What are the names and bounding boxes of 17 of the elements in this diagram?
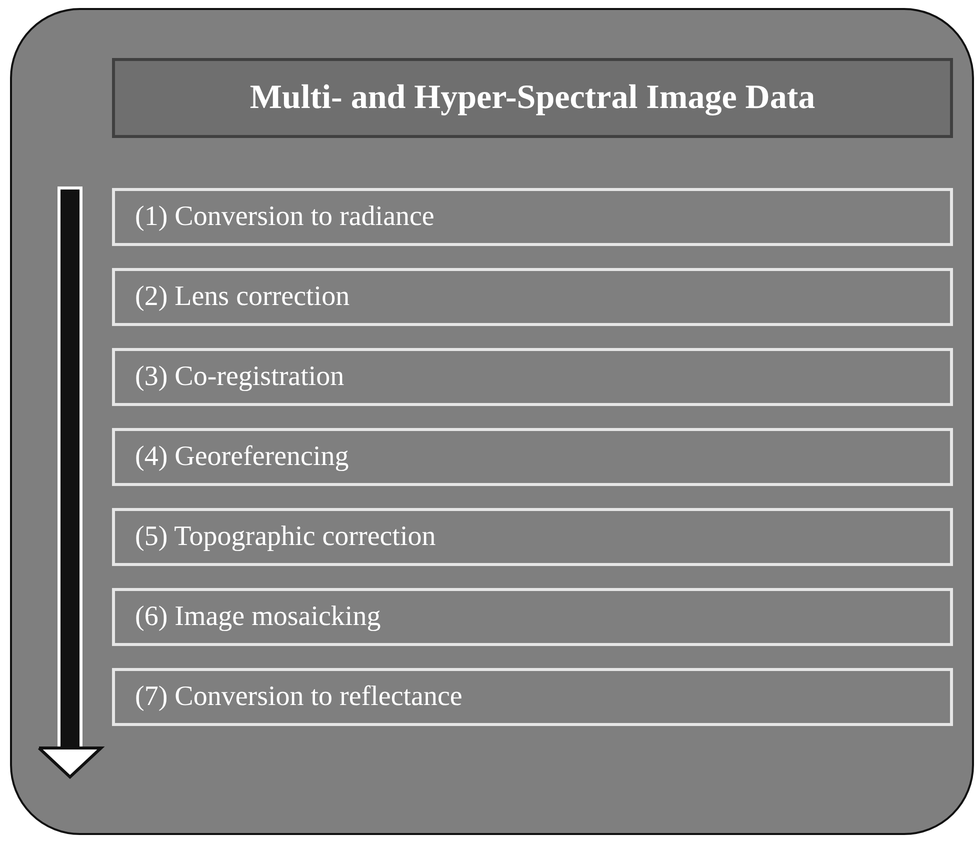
step-box xyxy=(112,588,953,646)
step-label: (4) Georeferencing xyxy=(135,441,349,473)
step-box xyxy=(112,348,953,406)
step-box xyxy=(112,188,953,246)
panel-background xyxy=(10,8,974,835)
title-box xyxy=(112,58,953,138)
step-box xyxy=(112,668,953,726)
step-label: (3) Co-registration xyxy=(135,361,344,393)
step-box xyxy=(112,268,953,326)
step-label: (1) Conversion to radiance xyxy=(135,201,434,233)
step-label: (7) Conversion to reflectance xyxy=(135,681,462,713)
step-label: (5) Topographic correction xyxy=(135,521,436,553)
step-label: (6) Image mosaicking xyxy=(135,601,381,633)
step-label: (2) Lens correction xyxy=(135,281,350,313)
title-text: Multi- and Hyper-Spectral Image Data xyxy=(250,79,816,117)
step-box xyxy=(112,428,953,486)
step-box xyxy=(112,508,953,566)
